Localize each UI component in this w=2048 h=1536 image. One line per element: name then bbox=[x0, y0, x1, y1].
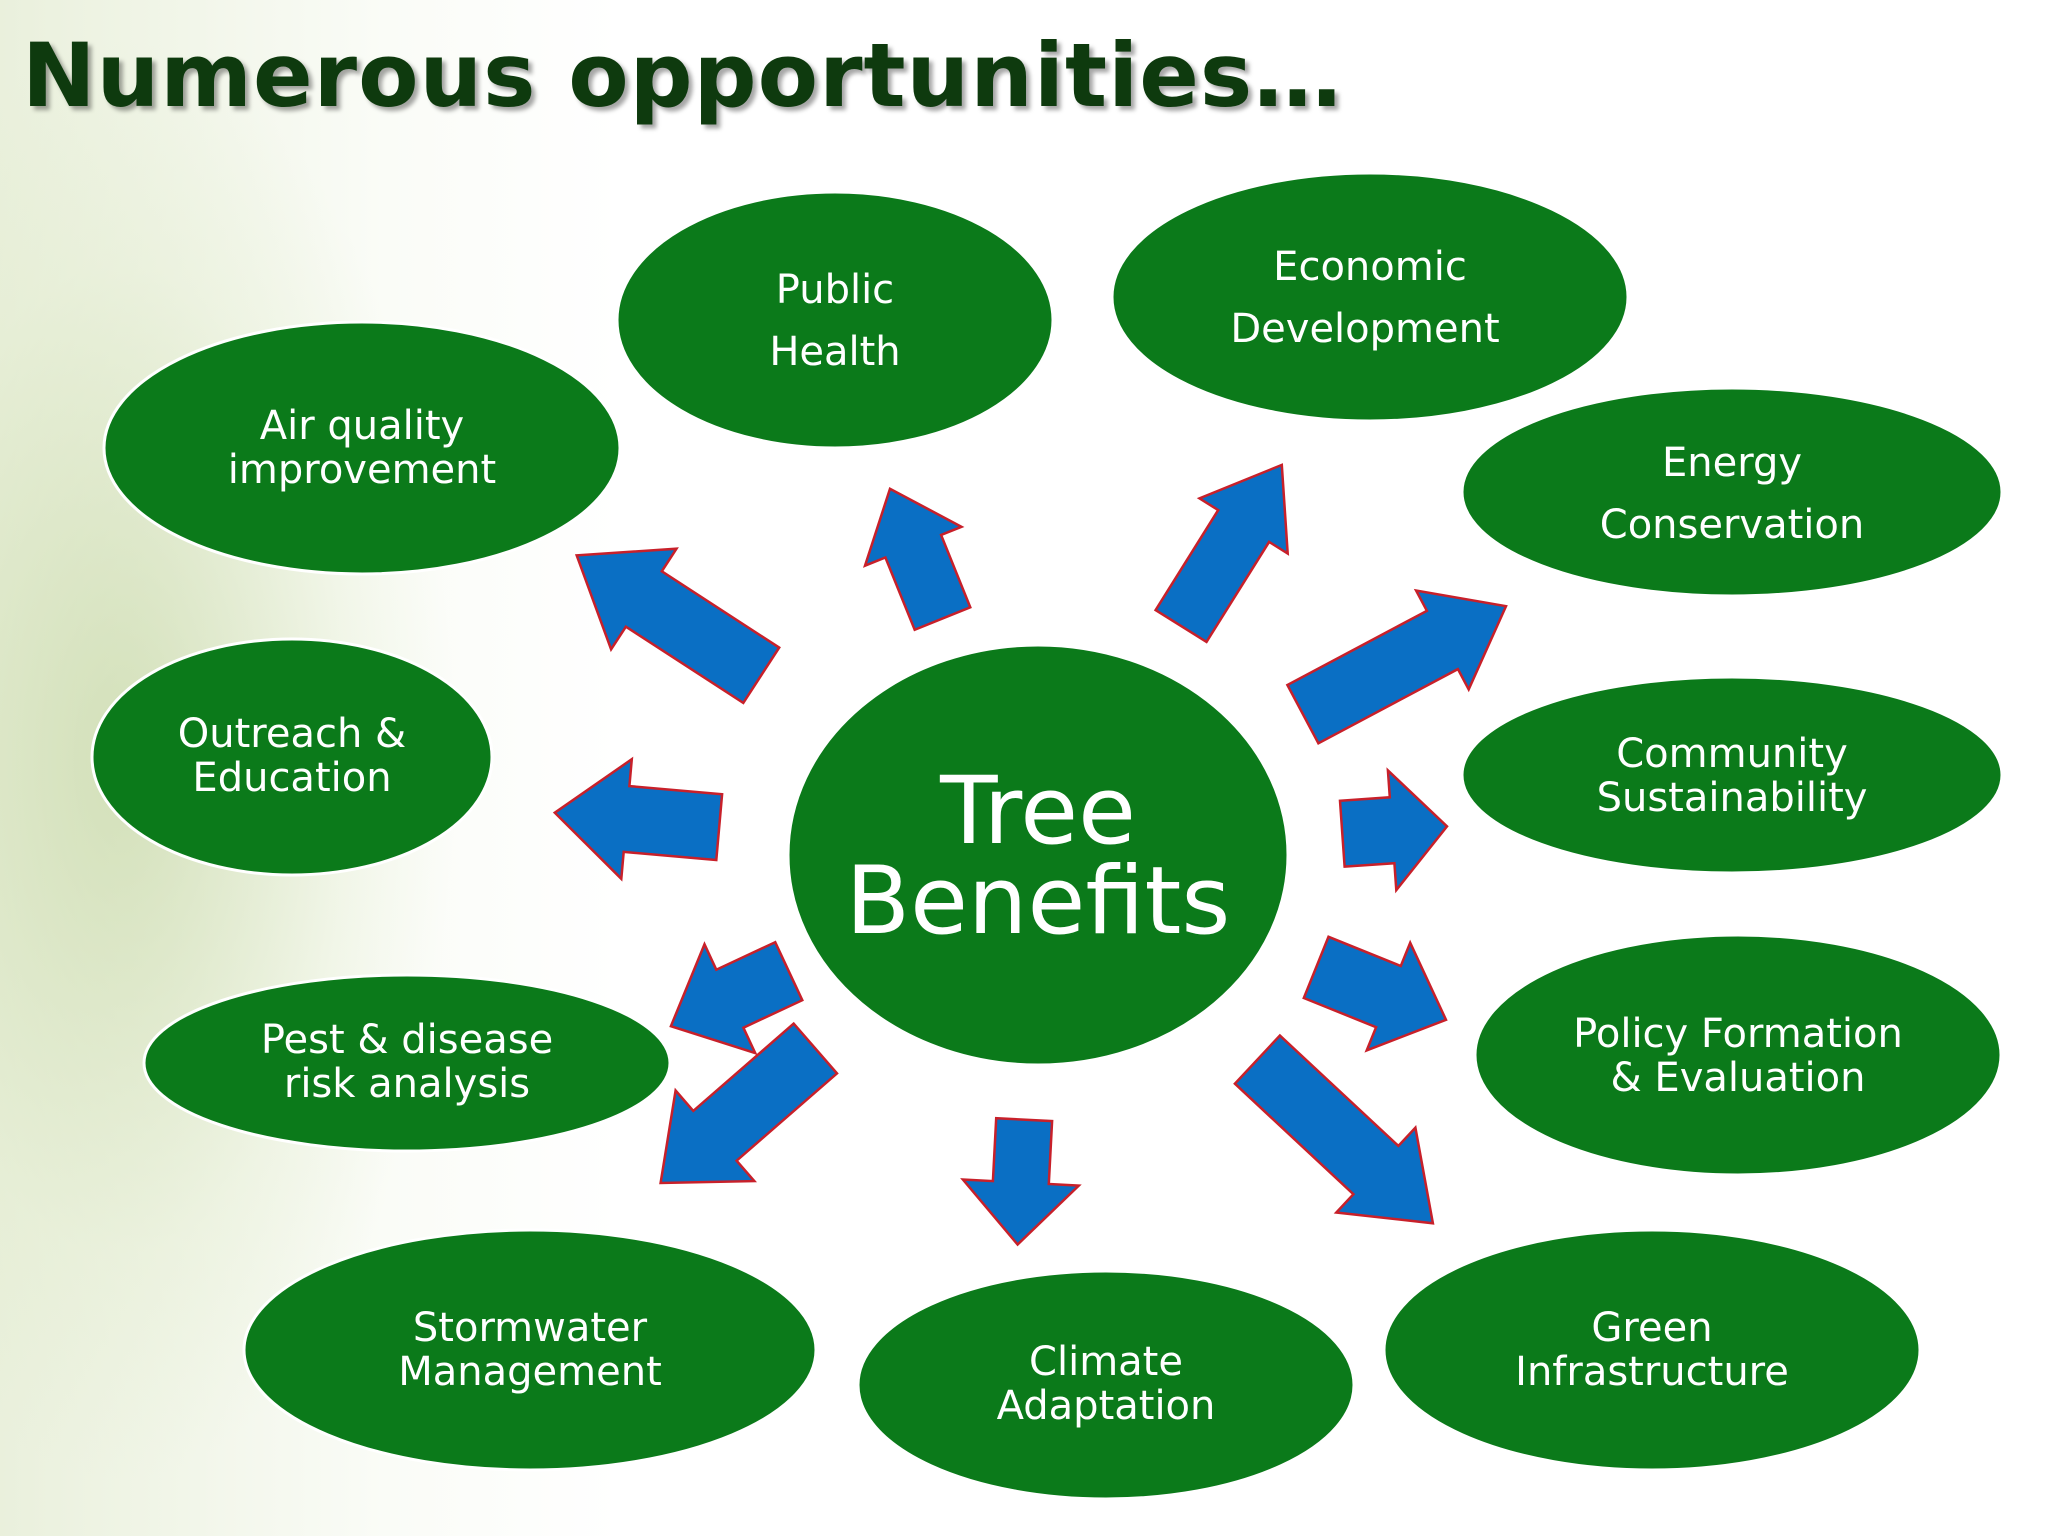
node-green-infrastructure-line-1: Green bbox=[1591, 1305, 1712, 1351]
node-green-infrastructure-ellipse bbox=[1382, 1228, 1922, 1472]
arrow-to-community-sustainability bbox=[1338, 767, 1449, 894]
center-node: Tree Benefits bbox=[786, 643, 1290, 1067]
arrow-to-air-quality bbox=[574, 547, 781, 705]
node-climate-adaptation-line-1: Climate bbox=[1029, 1339, 1183, 1385]
center-ellipse bbox=[786, 643, 1290, 1067]
node-climate-adaptation-line-2: Adaptation bbox=[997, 1383, 1216, 1429]
node-green-infrastructure: Green Infrastructure bbox=[1382, 1228, 1922, 1472]
node-public-health-line-2: Health bbox=[769, 329, 900, 375]
arrow-to-public-health bbox=[862, 486, 972, 632]
node-public-health-line-1: Public bbox=[776, 267, 894, 313]
node-stormwater-management-ellipse bbox=[242, 1228, 818, 1472]
node-community-sustainability-ellipse bbox=[1460, 675, 2004, 875]
arrow-to-green-infrastructure bbox=[1233, 1033, 1435, 1225]
node-energy-conservation-ellipse bbox=[1460, 386, 2004, 598]
arrow-to-pest-disease bbox=[669, 940, 804, 1056]
node-policy-formation-line-2: & Evaluation bbox=[1611, 1055, 1866, 1101]
node-air-quality: Air quality improvement bbox=[102, 320, 622, 576]
node-community-sustainability-line-2: Sustainability bbox=[1597, 775, 1868, 821]
node-economic-development-line-2: Development bbox=[1230, 306, 1499, 352]
node-pest-disease-line-1: Pest & disease bbox=[261, 1017, 553, 1063]
arrow-to-stormwater-management bbox=[659, 1021, 839, 1185]
node-air-quality-ellipse bbox=[102, 320, 622, 576]
node-climate-adaptation-ellipse bbox=[856, 1269, 1356, 1501]
node-policy-formation-ellipse bbox=[1473, 933, 2003, 1177]
node-air-quality-line-2: improvement bbox=[228, 447, 496, 493]
node-energy-conservation: Energy Conservation bbox=[1460, 386, 2004, 598]
node-energy-conservation-line-2: Conservation bbox=[1600, 502, 1864, 548]
center-label-line-1: Tree bbox=[939, 757, 1136, 866]
node-pest-disease-line-2: risk analysis bbox=[284, 1061, 530, 1107]
node-outreach-education: Outreach & Education bbox=[90, 637, 494, 877]
node-outreach-education-ellipse bbox=[90, 637, 494, 877]
node-policy-formation: Policy Formation & Evaluation bbox=[1473, 933, 2003, 1177]
node-pest-disease: Pest & disease risk analysis bbox=[142, 973, 672, 1153]
arrow-to-policy-formation bbox=[1302, 935, 1448, 1053]
node-green-infrastructure-line-2: Infrastructure bbox=[1515, 1349, 1789, 1395]
node-energy-conservation-line-1: Energy bbox=[1662, 440, 1802, 486]
node-stormwater-management: Stormwater Management bbox=[242, 1228, 818, 1472]
node-public-health: Public Health bbox=[615, 190, 1055, 450]
arrow-to-economic-development bbox=[1153, 463, 1290, 644]
node-air-quality-line-1: Air quality bbox=[260, 403, 464, 449]
slide-title: Numerous opportunities… bbox=[22, 24, 1343, 127]
node-outreach-education-line-2: Education bbox=[192, 755, 391, 801]
node-public-health-ellipse bbox=[615, 190, 1055, 450]
node-climate-adaptation: Climate Adaptation bbox=[856, 1269, 1356, 1501]
node-policy-formation-line-1: Policy Formation bbox=[1573, 1011, 1903, 1057]
node-economic-development-line-1: Economic bbox=[1273, 244, 1467, 290]
node-outreach-education-line-1: Outreach & bbox=[178, 711, 406, 757]
arrow-to-outreach-education bbox=[552, 756, 724, 882]
node-community-sustainability-line-1: Community bbox=[1616, 731, 1848, 777]
node-pest-disease-ellipse bbox=[142, 973, 672, 1153]
node-economic-development-ellipse bbox=[1110, 171, 1630, 423]
arrow-to-energy-conservation bbox=[1285, 588, 1508, 745]
arrow-to-climate-adaptation bbox=[960, 1116, 1082, 1247]
node-stormwater-management-line-1: Stormwater bbox=[413, 1305, 648, 1351]
center-label-line-2: Benefits bbox=[846, 847, 1231, 956]
node-stormwater-management-line-2: Management bbox=[398, 1349, 662, 1395]
node-economic-development: Economic Development bbox=[1110, 171, 1630, 423]
node-community-sustainability: Community Sustainability bbox=[1460, 675, 2004, 875]
arrows bbox=[552, 463, 1508, 1247]
